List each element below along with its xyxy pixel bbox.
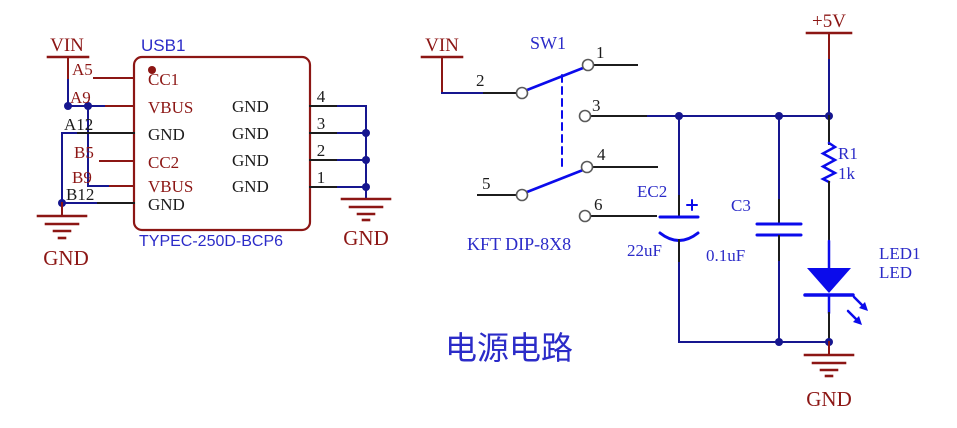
sw1-lever-top [525,66,585,92]
vin-power-symbol-switch[interactable]: VIN [420,35,464,94]
r1-value: 1k [838,164,856,183]
sw1-refdes: SW1 [530,33,566,53]
junction-dot [64,102,72,110]
pin-name-VBUS2: VBUS [148,177,193,196]
sw1-pin-num-6: 6 [594,195,603,214]
sw1-pin5-contact [515,188,529,202]
led1-arrow-head [859,302,868,311]
schematic-title[interactable]: 电源电路 [445,330,573,366]
usb1-pin1-marker [148,66,156,74]
usb1-refdes: USB1 [141,36,185,55]
pin-name-GND-1: GND [232,177,269,196]
pin-num-3: 3 [317,114,326,133]
net-label-plus5v: +5V [812,11,846,32]
pin-name-GND-4: GND [232,97,269,116]
sw1-pin-num-2: 2 [476,71,485,90]
sw1-component[interactable]: SW1 1 2 3 4 5 6 KFT DIP-8X8 [467,33,658,254]
net-label-vin: VIN [425,35,459,56]
c3-component[interactable]: C3 0.1uF [706,115,803,343]
pin-name-GND-2: GND [232,151,269,170]
net-label-gnd: GND [43,246,89,270]
junction-dot [362,156,370,164]
junction-dot [84,102,92,110]
net-vin-wires[interactable] [64,79,111,187]
sw1-lever-bottom [525,168,585,194]
pin-num-B5: B5 [74,143,94,162]
net-label-gnd: GND [806,387,852,411]
pin-name-VBUS1: VBUS [148,98,193,117]
led1-emission-arrow [846,309,858,321]
pin-name-GND-3: GND [232,124,269,143]
pin-num-A12: A12 [64,115,93,134]
pin-num-1: 1 [317,168,326,187]
net-gnd-rail-bottom[interactable] [678,338,833,346]
led1-value: LED [879,263,912,282]
junction-dot [362,129,370,137]
pin-name-GND2: GND [148,195,185,214]
sw1-pin-num-3: 3 [592,96,601,115]
sw1-pin6-contact [578,209,592,223]
sw1-pin-num-5: 5 [482,174,491,193]
ec2-value: 22uF [627,241,662,260]
pin-num-B9: B9 [72,168,92,187]
junction-dot [775,338,783,346]
gnd-symbol-usb-left[interactable]: GND [36,202,89,270]
net-label-vin: VIN [50,35,84,56]
net-gnd-wires-usb-right[interactable] [337,105,370,199]
sw1-pin-num-1: 1 [596,43,605,62]
r1-zigzag [820,141,838,184]
ec2-component[interactable]: EC2 22uF [627,115,700,343]
vin-power-symbol-usb[interactable]: VIN [46,35,90,81]
pin-num-A5: A5 [72,60,93,79]
usb1-part-number: TYPEC-250D-BCP6 [139,233,283,250]
pin-num-A9: A9 [70,88,91,107]
gnd-symbol-usb-right[interactable]: GND [340,197,392,250]
sw1-part-number: KFT DIP-8X8 [467,234,571,254]
c3-value: 0.1uF [706,246,745,265]
r1-refdes: R1 [838,144,858,163]
sw1-pin3-contact [578,109,592,123]
ec2-refdes: EC2 [637,182,667,201]
sw1-pin2-contact [515,86,529,100]
led1-refdes: LED1 [879,244,921,263]
led1-arrow-head [853,316,862,325]
led1-emission-arrow [852,295,864,307]
usb1-component[interactable]: USB1 A5 A9 A12 B5 B9 B12 CC1 VBUS GND CC… [64,36,339,250]
pin-name-GND1: GND [148,125,185,144]
net-label-gnd: GND [343,226,389,250]
pin-num-B12: B12 [66,185,94,204]
gnd-symbol-bottom-right[interactable]: GND [803,341,855,411]
usb1-body [132,55,312,232]
sw1-pin-num-4: 4 [597,145,606,164]
led1-component[interactable]: LED1 LED [803,239,921,343]
r1-component[interactable]: R1 1k [820,115,858,242]
pin-num-2: 2 [317,141,326,160]
net-5v-rail[interactable] [647,59,833,120]
c3-refdes: C3 [731,196,751,215]
net-gnd-wires-usb-left[interactable] [58,132,99,207]
junction-dot [362,183,370,191]
sw1-pin1-contact [581,58,595,72]
led1-triangle [807,268,851,293]
pin-name-CC1: CC1 [148,70,179,89]
pin-name-CC2: CC2 [148,153,179,172]
plus5v-power-symbol[interactable]: +5V [805,11,853,61]
pin-num-4: 4 [317,87,326,106]
sw1-pin4-contact [580,160,594,174]
